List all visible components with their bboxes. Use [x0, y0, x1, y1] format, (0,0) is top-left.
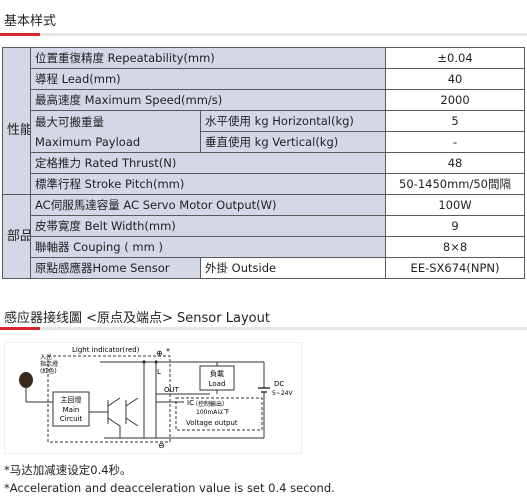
l-terminal-mark: L [157, 368, 161, 376]
transistor-1-emitter [107, 417, 121, 427]
main-circuit-box [52, 391, 90, 427]
group-parts: 部品 [2, 194, 31, 279]
basic-spec-title-bar [0, 33, 527, 36]
plus-terminal-mark: ⊕ [156, 349, 163, 358]
transistor-2-collector [125, 397, 139, 407]
main-circuit-en-2: Circuit [60, 415, 83, 423]
incident-label-2: 指示燈 [40, 360, 58, 368]
node [142, 360, 146, 364]
control-output-label: （控制輸出） [192, 400, 228, 408]
basic-spec-title: 基本样式 [4, 14, 57, 29]
dc-label: DC [274, 380, 284, 388]
table-row: 最高速度 Maximum Speed(mm/s) 2000 [3, 89, 526, 111]
max-speed-label: 最高速度 Maximum Speed(mm/s) [29, 89, 387, 111]
ic-label: IC [187, 399, 194, 407]
star-mark: * [166, 347, 170, 356]
group-performance: 性能 [2, 47, 31, 216]
incident-label-3: (紅色) [40, 367, 57, 375]
current-limit-label: 100mA以下 [196, 409, 229, 416]
table-row: 部品 AC伺服馬達容量 AC Servo Motor Output(W) 100… [2, 194, 526, 279]
sensor-label: 原點感應器Home Sensor [30, 257, 201, 279]
sensor-layout-title: 感应器接线圖 <原点及端点> Sensor Layout [4, 311, 270, 326]
sensor-sub-label: 外掛 Outside [199, 257, 387, 279]
thrust-label: 定格推力 Rated Thrust(N) [29, 152, 387, 174]
payload-label: 最大可搬重量 Maximum Payload [30, 110, 201, 153]
table-row: 垂直使用 kg Vertical(kg) - [3, 131, 526, 153]
title-accent [0, 327, 40, 330]
repeatability-label: 位置重復精度 Repeatability(mm) [29, 47, 387, 69]
main-circuit-cn: 主回燈 [61, 395, 82, 404]
belt-label: 皮帯寛度 Belt Width(mm) [29, 215, 387, 237]
dc-range-label: 5~24V [272, 390, 293, 397]
coupling-value: 8×8 [385, 236, 526, 258]
sensor-value: EE-SX674(NPN) [385, 257, 526, 279]
table-row: 最大可搬重量 Maximum Payload 水平使用 kg Horizonta… [3, 110, 526, 153]
sensor-layout-title-bar [0, 327, 527, 330]
incident-label-1: 入光 [40, 353, 52, 361]
payload-horizontal-label: 水平使用 kg Horizontal(kg) [199, 110, 387, 132]
load-cn: 負載 [210, 369, 224, 378]
load-en: Load [209, 380, 226, 388]
payload-label-en: Maximum Payload [35, 134, 141, 149]
thrust-value: 48 [385, 152, 526, 174]
table-row: 性能 位置重復精度 Repeatability(mm) ±0.04 [2, 47, 526, 216]
out-label: OUT [164, 386, 180, 394]
light-indicator-label: Light indicator(red) [72, 346, 140, 354]
repeatability-value: ±0.04 [385, 47, 526, 69]
transistor-1-collector [107, 397, 121, 407]
servo-value: 100W [385, 194, 526, 216]
lead-label: 導程 Lead(mm) [29, 68, 387, 90]
note-cn: *马达加减速设定0.4秒。 [4, 463, 132, 477]
table-row: 原點感應器Home Sensor 外掛 Outside EE-SX674(NPN… [3, 257, 526, 279]
title-accent [0, 33, 40, 36]
payload-horizontal-value: 5 [385, 110, 526, 132]
table-row: 定格推力 Rated Thrust(N) 48 [3, 152, 526, 174]
stroke-value: 50-1450mm/50間隔 [385, 173, 526, 195]
note-en: *Acceleration and deacceleration value i… [4, 481, 335, 495]
payload-vertical-label: 垂直使用 kg Vertical(kg) [199, 131, 387, 153]
table-row: 聯軸器 Couping ( mm ) 8×8 [3, 236, 526, 258]
coupling-label: 聯軸器 Couping ( mm ) [29, 236, 387, 258]
spec-table-parts: 部品 AC伺服馬達容量 AC Servo Motor Output(W) 100… [2, 194, 526, 279]
sensor-wiring-diagram: 主回燈 Main Circuit 入光 指示燈 (紅色) Light indic… [4, 342, 302, 454]
payload-vertical-value: - [385, 131, 526, 153]
lead-value: 40 [385, 68, 526, 90]
main-circuit-en-1: Main [63, 406, 80, 414]
payload-label-cn: 最大可搬重量 [35, 114, 104, 129]
voltage-output-label: Voltage output [186, 419, 238, 427]
led-icon [19, 372, 33, 388]
sensor-circuit-box [47, 355, 171, 443]
max-speed-value: 2000 [385, 89, 526, 111]
table-row: 標準行程 Stroke Pitch(mm) 50-1450mm/50間隔 [3, 173, 526, 195]
spec-table: 性能 位置重復精度 Repeatability(mm) ±0.04 導程 Lea… [2, 47, 526, 216]
minus-terminal-mark: ⊖ [158, 441, 165, 450]
table-row: 皮帯寛度 Belt Width(mm) 9 [3, 215, 526, 237]
servo-label: AC伺服馬達容量 AC Servo Motor Output(W) [29, 194, 387, 216]
stroke-label: 標準行程 Stroke Pitch(mm) [29, 173, 387, 195]
voltage-output-box [175, 397, 263, 431]
table-row: 導程 Lead(mm) 40 [3, 68, 526, 90]
transistor-2-emitter [125, 417, 139, 427]
belt-value: 9 [385, 215, 526, 237]
